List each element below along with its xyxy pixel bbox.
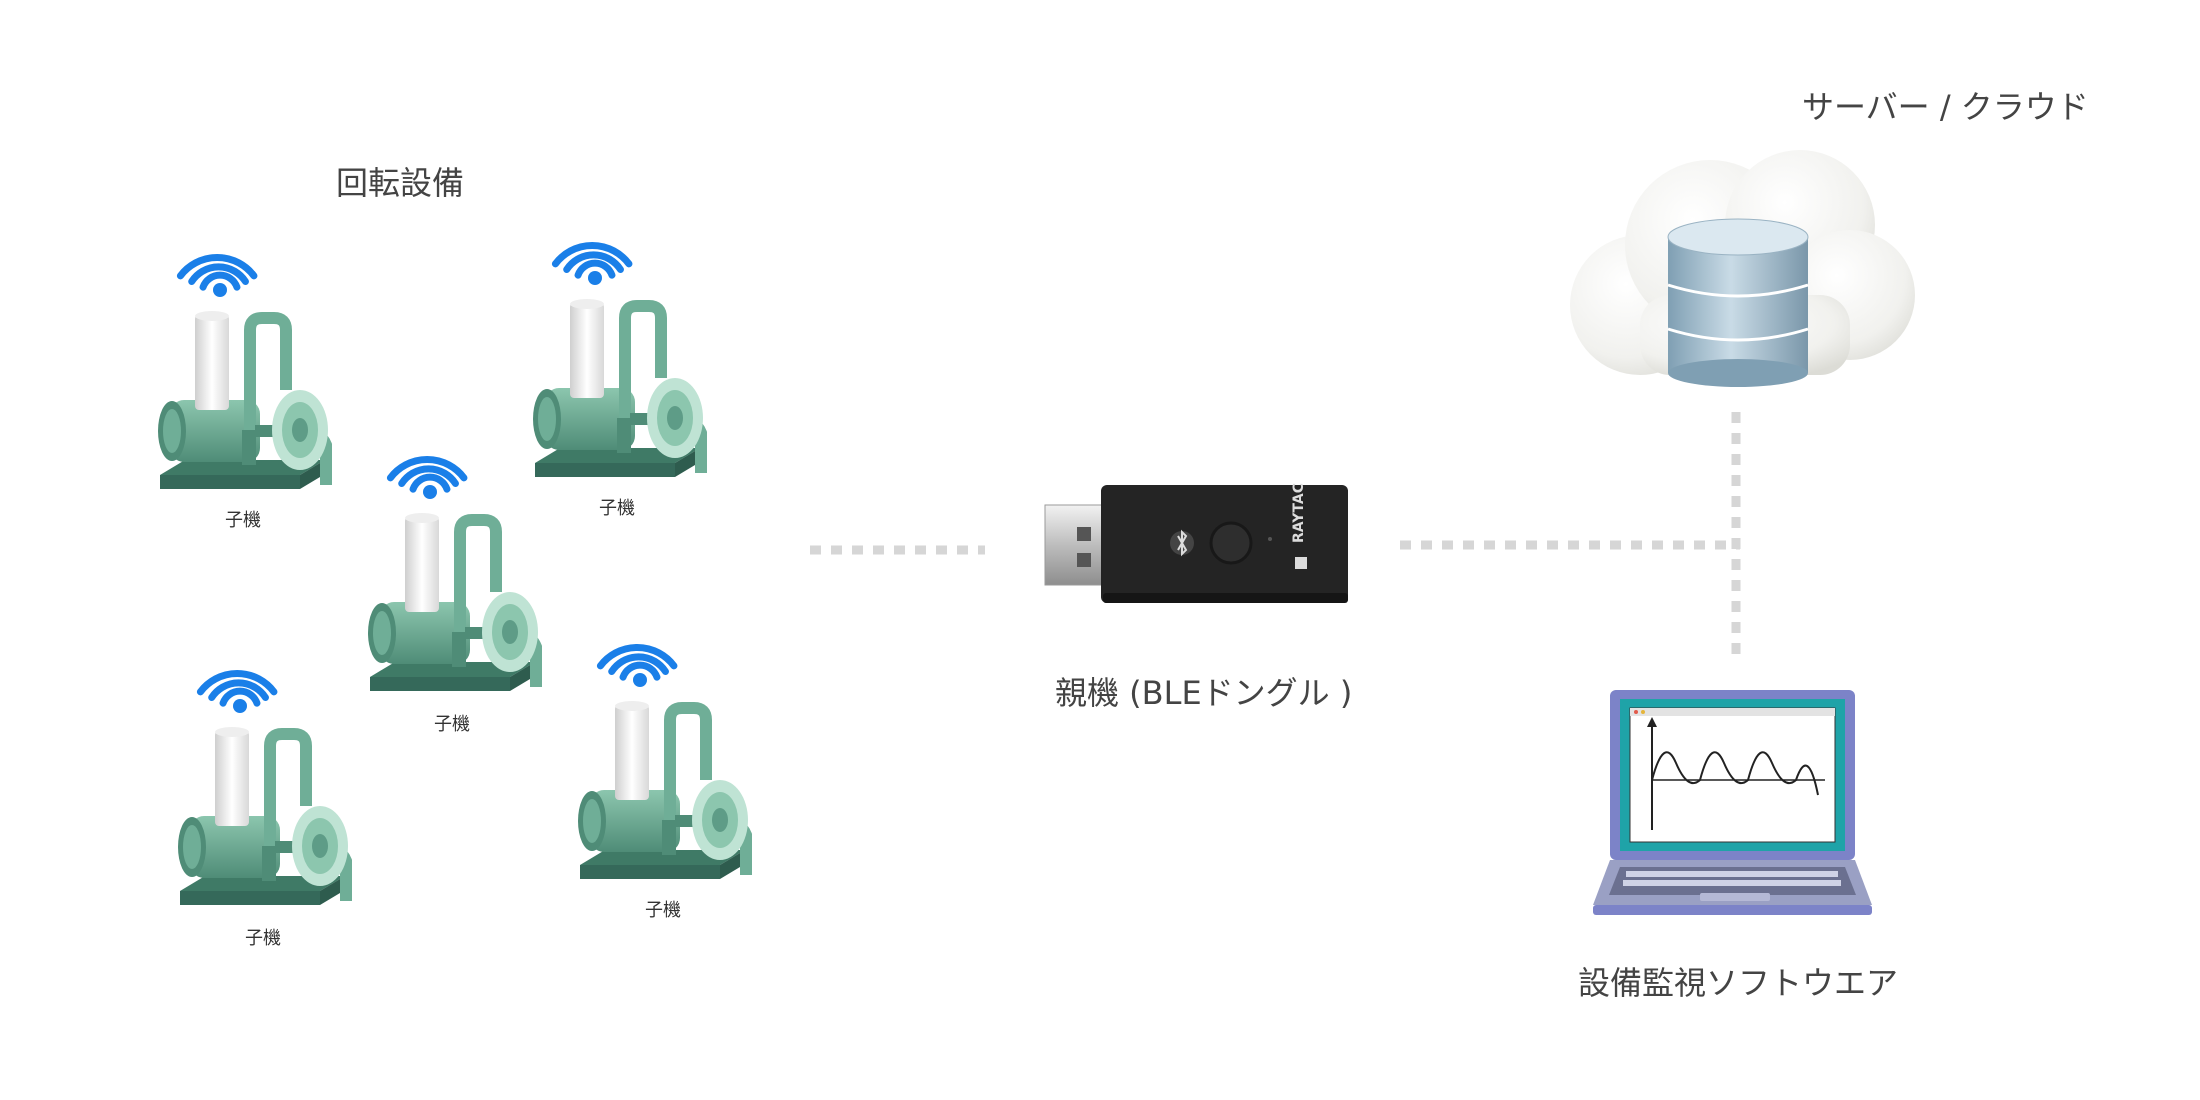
parent-device-label: 親機 (BLEドングル ) [1055, 674, 1353, 712]
pump-icon [525, 268, 715, 508]
pump-icon [570, 670, 760, 910]
cloud-icon [1570, 150, 1915, 387]
child-device-label-3: 子機 [434, 714, 470, 735]
database-icon [1667, 218, 1809, 387]
rotating-equipment-title: 回転設備 [336, 164, 465, 202]
child-device-label-4: 子機 [245, 928, 281, 949]
bluetooth-icon [1170, 529, 1194, 557]
pump-icon [360, 482, 550, 722]
child-device-label-1: 子機 [225, 510, 261, 531]
pump-icon [170, 696, 360, 936]
laptop-icon [1593, 690, 1872, 915]
server-cloud-title: サーバー / クラウド [1802, 88, 2089, 126]
connector-pumps-to-dongle [810, 545, 985, 555]
connector-dongle-to-junction [1400, 540, 1740, 550]
child-device-label-5: 子機 [645, 900, 681, 921]
waveform-chart [1647, 717, 1825, 830]
usb-dongle-icon: RAYTAC [1044, 483, 1348, 603]
connector-cloud-to-laptop [1731, 412, 1741, 657]
child-device-label-2: 子機 [599, 498, 635, 519]
dongle-brand: RAYTAC [1291, 483, 1307, 543]
pump-icon [150, 280, 340, 520]
monitoring-software-label: 設備監視ソフトウエア [1578, 964, 1899, 1002]
